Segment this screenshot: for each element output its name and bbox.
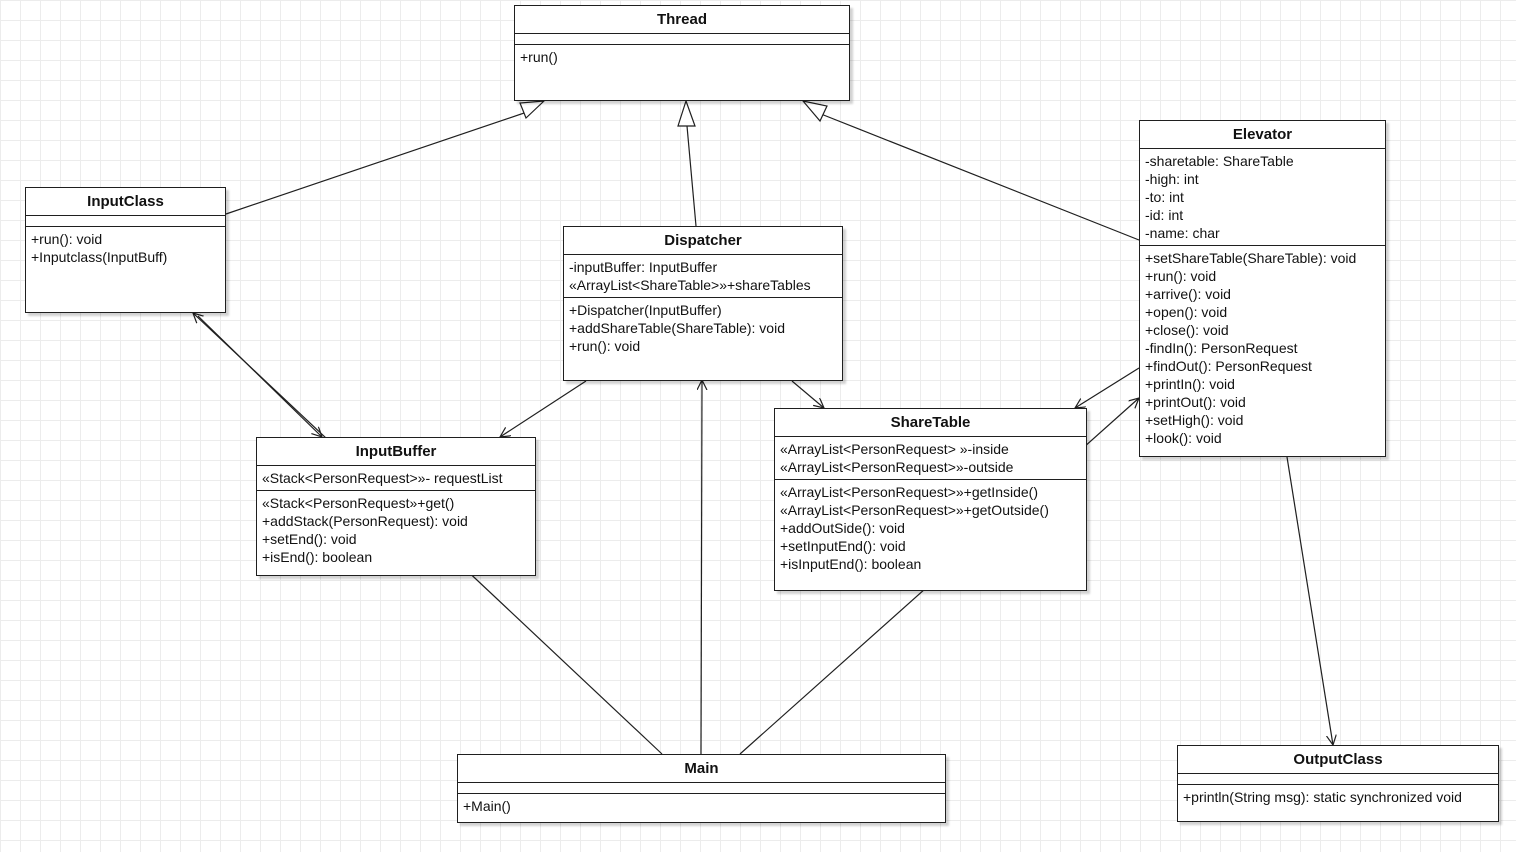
generalization-triangle [801,100,828,123]
operation: +open(): void [1145,304,1228,320]
operation: +setEnd(): void [262,531,357,547]
operation: -findIn(): PersonRequest [1145,340,1298,356]
attributes-section: -sharetable: ShareTable -high: int -to: … [1140,149,1385,246]
class-elevator[interactable]: Elevator -sharetable: ShareTable -high: … [1139,120,1386,457]
generalization-elevator-thread [801,100,1140,241]
operations-section: +Main() [458,794,945,822]
association-elevator-sharetable [1075,367,1140,408]
attribute: «ArrayList<PersonRequest> »-inside [780,441,1009,457]
attribute: -inputBuffer: InputBuffer [569,259,718,275]
class-inputclass[interactable]: InputClass +run(): void +Inputclass(Inpu… [25,187,226,313]
operation: +setHigh(): void [1145,412,1244,428]
generalization-inputclass-thread [225,100,546,215]
operation: +isEnd(): boolean [262,549,373,565]
class-name: Thread [515,6,849,34]
class-sharetable[interactable]: ShareTable «ArrayList<PersonRequest> »-i… [774,408,1087,591]
operations-section: «Stack<PersonRequest»+get() +addStack(Pe… [257,491,535,575]
operation: +Inputclass(InputBuff) [31,249,168,265]
operations-section: +Dispatcher(InputBuffer) +addShareTable(… [564,298,842,380]
class-name: InputBuffer [257,438,535,466]
operation: +Main() [463,798,511,814]
operation: +addStack(PersonRequest): void [262,513,468,529]
operation: +println(String msg): static synchronize… [1183,789,1462,805]
operation: +run(): void [31,231,103,247]
attributes-section [458,783,945,794]
operation: «ArrayList<PersonRequest>»+getInside() [780,484,1038,500]
class-dispatcher[interactable]: Dispatcher -inputBuffer: InputBuffer «Ar… [563,226,843,381]
operations-section: +run(): void +Inputclass(InputBuff) [26,227,225,312]
operation: +findOut(): PersonRequest [1145,358,1312,374]
attribute: -sharetable: ShareTable [1145,153,1294,169]
operation: «Stack<PersonRequest»+get() [262,495,455,511]
generalization-triangle [677,99,696,127]
operation: +run(): void [569,338,641,354]
attributes-section: «ArrayList<PersonRequest> »-inside «Arra… [775,437,1086,480]
attribute: «Stack<PersonRequest>»- requestList [262,470,503,486]
association-main-dispatcher [701,380,702,755]
operation: +printIn(): void [1145,376,1235,392]
operation: +run(): void [1145,268,1217,284]
attributes-section [1178,774,1498,785]
operation: +Dispatcher(InputBuffer) [569,302,722,318]
class-main[interactable]: Main +Main() [457,754,946,823]
attributes-section [515,34,849,45]
association-dispatcher-sharetable [791,380,824,408]
attribute: -to: int [1145,189,1184,205]
class-name: ShareTable [775,409,1086,437]
operation: +arrive(): void [1145,286,1231,302]
association-inputclass-inputbuffer [197,315,322,437]
class-name: Elevator [1140,121,1385,149]
class-name: Main [458,755,945,783]
attribute: -name: char [1145,225,1220,241]
attribute: -high: int [1145,171,1199,187]
operation: +setInputEnd(): void [780,538,906,554]
class-name: OutputClass [1178,746,1498,774]
class-thread[interactable]: Thread +run() [514,5,850,101]
attribute: «ArrayList<PersonRequest>»-outside [780,459,1014,475]
operations-section: «ArrayList<PersonRequest>»+getInside() «… [775,480,1086,590]
attributes-section [26,216,225,227]
attributes-section: «Stack<PersonRequest>»- requestList [257,466,535,491]
operations-section: +run() [515,45,849,100]
class-inputbuffer[interactable]: InputBuffer «Stack<PersonRequest>»- requ… [256,437,536,576]
association-dispatcher-inputbuffer [500,380,587,437]
attribute: «ArrayList<ShareTable>»+shareTables [569,277,811,293]
generalization-triangle [519,100,546,120]
class-name: Dispatcher [564,227,842,255]
operation: +printOut(): void [1145,394,1246,410]
class-name: InputClass [26,188,225,216]
operation: +look(): void [1145,430,1222,446]
operation: +close(): void [1145,322,1229,338]
operation: +run() [520,49,558,65]
operation: «ArrayList<PersonRequest>»+getOutside() [780,502,1049,518]
attribute: -id: int [1145,207,1184,223]
operation: +isInputEnd(): boolean [780,556,922,572]
association-elevator-outputclass [1286,456,1333,745]
class-outputclass[interactable]: OutputClass +println(String msg): static… [1177,745,1499,822]
operation: +setShareTable(ShareTable): void [1145,250,1357,266]
generalization-dispatcher-thread [677,99,697,227]
operations-section: +println(String msg): static synchronize… [1178,785,1498,821]
operation: +addShareTable(ShareTable): void [569,320,785,336]
operation: +addOutSide(): void [780,520,905,536]
attributes-section: -inputBuffer: InputBuffer «ArrayList<Sha… [564,255,842,298]
operations-section: +setShareTable(ShareTable): void +run():… [1140,246,1385,456]
